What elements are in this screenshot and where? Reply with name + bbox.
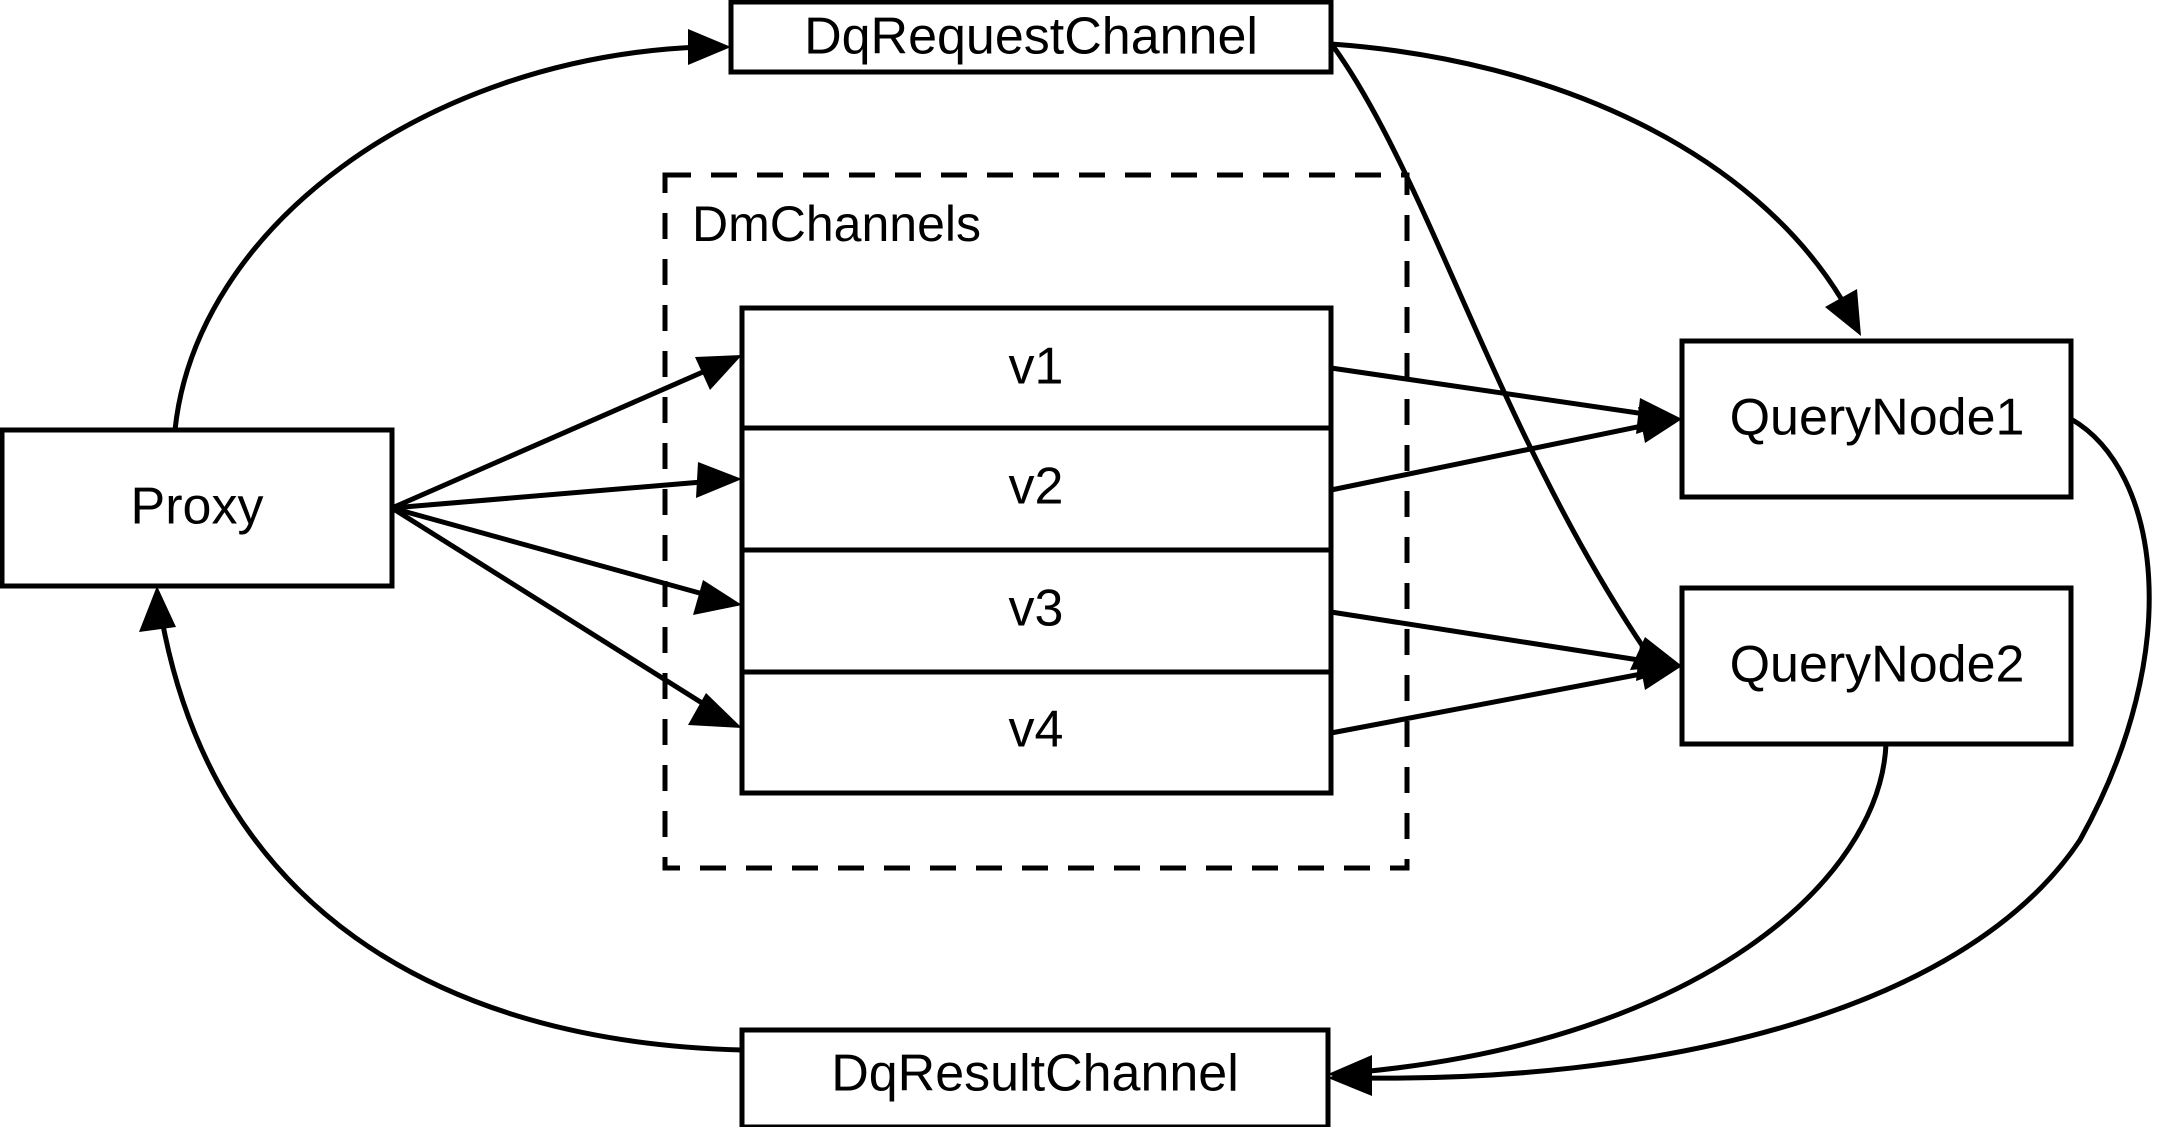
node-query-node-1[interactable]: QueryNode1 <box>1679 338 2074 500</box>
edge-proxy-to-v1 <box>390 355 742 511</box>
dq-result-channel-label: DqResultChannel <box>831 1045 1239 1103</box>
channel-stack[interactable]: v1 v2 v3 v4 <box>739 305 1334 796</box>
edge-proxy-to-dq-request-channel <box>172 29 731 431</box>
node-proxy[interactable]: Proxy <box>0 427 395 589</box>
dq-result-channel-box[interactable] <box>739 1027 1331 1127</box>
dm-channels-border <box>662 172 1410 871</box>
node-dq-result-channel[interactable]: DqResultChannel <box>739 1027 1331 1127</box>
arrowhead <box>1825 289 1861 336</box>
edge-query-node-1-to-dq-result-channel <box>1328 416 2152 1096</box>
arrowhead <box>1630 637 1682 670</box>
edge-query-node-2-to-dq-result-channel <box>1328 743 1889 1092</box>
dq-request-channel-box[interactable] <box>728 0 1334 75</box>
edge-proxy-to-v3 <box>391 505 742 615</box>
edge-proxy-to-v4 <box>390 505 742 728</box>
channel-row-v4[interactable]: v4 <box>1009 701 1064 759</box>
query-node-1-box[interactable] <box>1679 338 2074 500</box>
edge-proxy-to-v2 <box>391 462 742 511</box>
channel-row-v1[interactable]: v1 <box>1009 338 1064 396</box>
query-node-2-box[interactable] <box>1679 585 2074 747</box>
arrowhead <box>1638 407 1682 443</box>
edge-dq-request-channel-to-query-node-1 <box>1330 41 1861 336</box>
arrowhead <box>139 586 176 632</box>
proxy-label: Proxy <box>131 478 264 536</box>
edge-v4-to-query-node-2 <box>1330 654 1682 736</box>
query-node-2-label: QueryNode2 <box>1730 636 2025 694</box>
query-node-1-label: QueryNode1 <box>1730 389 2025 447</box>
node-dq-request-channel[interactable]: DqRequestChannel <box>728 0 1334 75</box>
arrowhead <box>1328 1055 1372 1092</box>
arrowhead <box>693 580 742 615</box>
node-query-node-2[interactable]: QueryNode2 <box>1679 585 2074 747</box>
edge-v2-to-query-node-1 <box>1330 407 1682 493</box>
channel-row-v2[interactable]: v2 <box>1009 458 1064 516</box>
edge-dq-request-channel-to-query-node-2 <box>1330 44 1682 670</box>
arrowhead <box>696 462 742 498</box>
edge-dq-result-channel-to-proxy <box>139 586 743 1053</box>
dm-channels-group: DmChannels <box>662 172 1410 871</box>
arrowhead <box>688 693 742 728</box>
proxy-box[interactable] <box>0 427 395 589</box>
arrowhead <box>695 355 742 390</box>
arrowhead <box>688 29 731 65</box>
dm-channels-label: DmChannels <box>692 196 981 252</box>
channel-row-v3[interactable]: v3 <box>1009 580 1064 638</box>
dq-request-channel-label: DqRequestChannel <box>804 8 1258 66</box>
